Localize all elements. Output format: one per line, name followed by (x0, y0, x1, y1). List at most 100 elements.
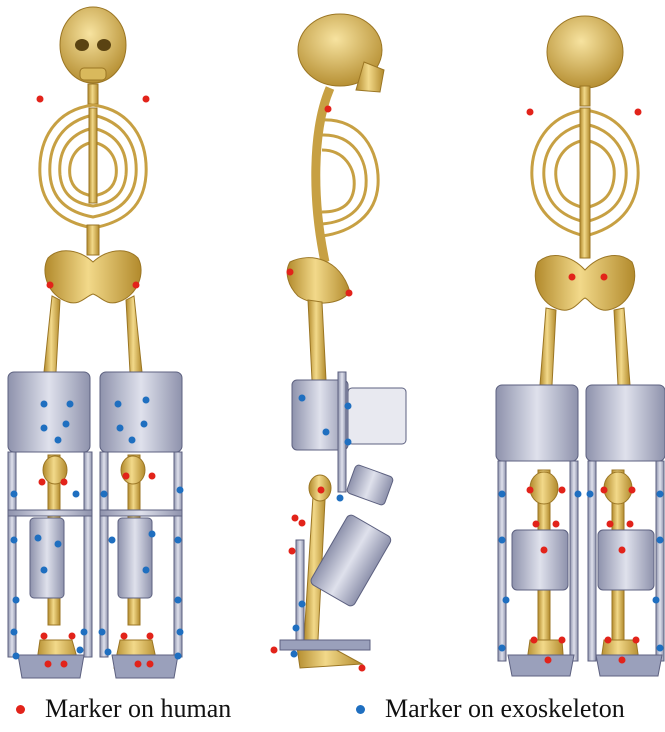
human-marker (533, 521, 540, 528)
human-marker (123, 473, 130, 480)
exo-marker (323, 429, 330, 436)
human-marker (629, 487, 636, 494)
exo-marker (299, 395, 306, 402)
exo-marker (11, 491, 18, 498)
human-marker (143, 96, 150, 103)
exo-marker (11, 629, 18, 636)
legend-item-exo: Marker on exoskeleton (356, 692, 625, 726)
front-view (8, 7, 182, 678)
exo-marker (587, 491, 594, 498)
exo-marker (73, 491, 80, 498)
human-marker (527, 109, 534, 116)
exo-marker (657, 645, 664, 652)
human-marker (147, 661, 154, 668)
exo-marker (345, 439, 352, 446)
human-marker (541, 547, 548, 554)
human-marker (135, 661, 142, 668)
exo-marker (175, 653, 182, 660)
back-pelvis (535, 256, 634, 311)
front-right-thigh-cuff (100, 372, 182, 452)
exo-marker (41, 425, 48, 432)
exo-marker (143, 567, 150, 574)
exo-marker (291, 651, 298, 658)
exo-marker (35, 535, 42, 542)
exo-marker (67, 401, 74, 408)
human-marker (619, 547, 626, 554)
human-marker (289, 548, 296, 555)
exo-marker (55, 541, 62, 548)
human-marker (299, 520, 306, 527)
human-marker (69, 633, 76, 640)
exo-marker (81, 629, 88, 636)
human-marker (559, 637, 566, 644)
exo-marker (41, 567, 48, 574)
human-marker (545, 657, 552, 664)
exo-marker (345, 403, 352, 410)
exo-marker (177, 487, 184, 494)
human-marker (325, 106, 332, 113)
human-marker (601, 274, 608, 281)
legend-label-exo: Marker on exoskeleton (385, 692, 625, 726)
exo-marker (99, 629, 106, 636)
exo-marker (575, 491, 582, 498)
human-marker (121, 633, 128, 640)
human-marker (149, 473, 156, 480)
skeleton-exoskeleton-figure (0, 0, 665, 686)
exo-marker (143, 397, 150, 404)
exo-marker (149, 531, 156, 538)
exo-marker (55, 437, 62, 444)
human-marker (318, 487, 325, 494)
exo-marker (77, 647, 84, 654)
exo-marker (175, 597, 182, 604)
human-marker (292, 515, 299, 522)
human-marker (531, 637, 538, 644)
front-exoskeleton (8, 372, 182, 678)
exo-marker (117, 425, 124, 432)
back-right-thigh-cuff (586, 385, 665, 461)
human-marker (147, 633, 154, 640)
human-marker (133, 282, 140, 289)
exo-marker (63, 421, 70, 428)
human-marker (627, 521, 634, 528)
front-left-thigh-cuff (8, 372, 90, 452)
side-view (280, 14, 406, 668)
exo-marker (337, 495, 344, 502)
human-marker (271, 647, 278, 654)
exo-marker (115, 401, 122, 408)
exo-marker (109, 537, 116, 544)
back-skull (547, 16, 623, 88)
exo-marker (657, 491, 664, 498)
exo-marker (499, 645, 506, 652)
human-marker (287, 269, 294, 276)
side-exoskeleton (280, 372, 406, 650)
side-pelvis (287, 258, 350, 303)
human-marker (45, 661, 52, 668)
human-marker (61, 661, 68, 668)
human-marker (569, 274, 576, 281)
exo-marker (11, 537, 18, 544)
exo-marker (13, 653, 20, 660)
back-left-thigh-cuff (496, 385, 578, 461)
exo-marker (141, 421, 148, 428)
human-marker (41, 633, 48, 640)
exo-marker (101, 491, 108, 498)
human-marker (359, 665, 366, 672)
human-marker (61, 479, 68, 486)
human-marker (605, 637, 612, 644)
human-marker (553, 521, 560, 528)
exo-marker (129, 437, 136, 444)
human-marker (607, 521, 614, 528)
human-marker (601, 487, 608, 494)
human-marker (633, 637, 640, 644)
side-hip-motor (348, 388, 406, 444)
human-marker (37, 96, 44, 103)
human-marker-swatch (16, 705, 25, 714)
human-marker (527, 487, 534, 494)
exo-marker (41, 401, 48, 408)
legend-label-human: Marker on human (45, 692, 231, 726)
legend-item-human: Marker on human (16, 692, 231, 726)
human-marker (346, 290, 353, 297)
human-marker (39, 479, 46, 486)
exo-marker (503, 597, 510, 604)
legend: Marker on human Marker on exoskeleton (0, 686, 665, 732)
